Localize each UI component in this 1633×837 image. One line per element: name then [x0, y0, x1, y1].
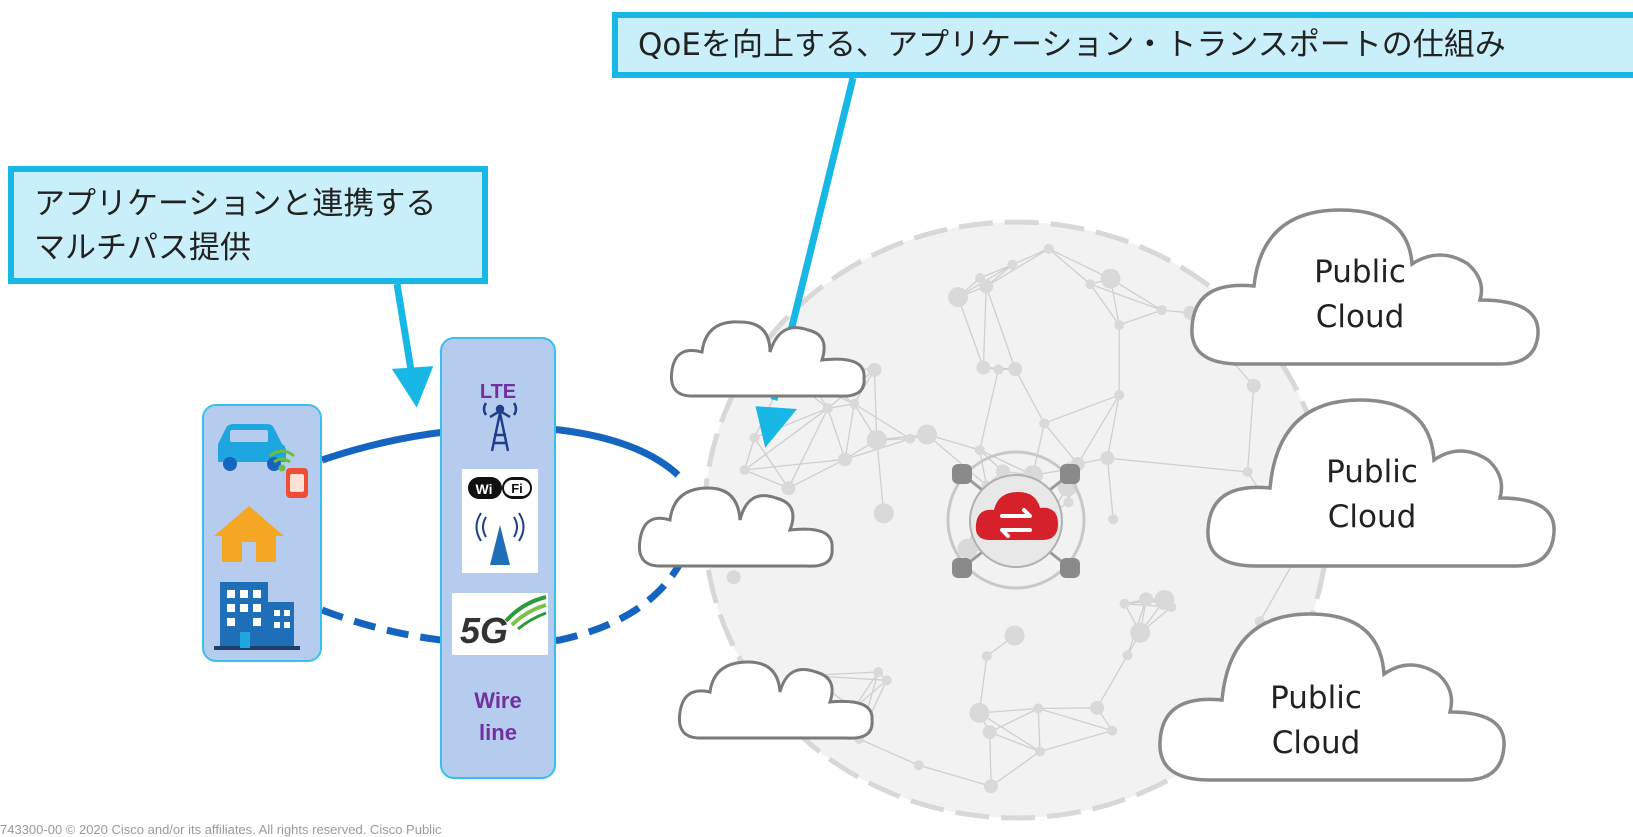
wireline-label-line1: Wire	[442, 685, 554, 717]
mesh-node	[838, 452, 852, 466]
mesh-node	[982, 651, 992, 661]
mesh-node	[969, 703, 989, 723]
mesh-node	[1123, 650, 1133, 660]
office-building-icon	[214, 582, 300, 650]
wireline-label-line2: line	[442, 717, 554, 749]
mesh-node	[914, 760, 924, 770]
cell-tower-icon	[484, 403, 516, 451]
mesh-node	[1243, 467, 1253, 477]
mesh-node	[976, 361, 990, 375]
mesh-link	[1038, 708, 1097, 709]
wireline-label: Wire line	[442, 685, 554, 749]
callout-multipath-line1: アプリケーションと連携する	[34, 182, 482, 226]
mesh-node	[873, 667, 883, 677]
callout-transport: QoEを向上する、アプリケーション・トランスポートの仕組み	[612, 12, 1633, 78]
mesh-node	[1100, 269, 1120, 289]
mesh-node	[1007, 260, 1017, 270]
mesh-node	[975, 273, 985, 283]
mesh-node	[905, 434, 915, 444]
access-panel: LTE Wi Fi 5G	[440, 337, 556, 779]
mesh-node	[1005, 626, 1025, 646]
mesh-node	[749, 433, 759, 443]
mesh-node	[983, 725, 997, 739]
mesh-node	[1120, 599, 1130, 609]
copyright-footer: 743300-00 © 2020 Cisco and/or its affili…	[0, 822, 441, 837]
mesh-node	[867, 363, 881, 377]
mesh-node	[867, 430, 887, 450]
wifi-icon: Wi Fi	[462, 469, 538, 573]
mesh-node	[1130, 623, 1150, 643]
mesh-node	[874, 503, 894, 523]
mesh-node	[1247, 379, 1261, 393]
mesh-node	[1139, 592, 1153, 606]
smartwatch-icon	[286, 468, 308, 498]
callout-multipath: アプリケーションと連携する マルチパス提供	[8, 166, 488, 284]
mesh-node	[1008, 362, 1022, 376]
mesh-node	[1100, 451, 1114, 465]
mesh-node	[948, 287, 968, 307]
mesh-node	[1108, 514, 1118, 524]
house-icon	[214, 506, 284, 562]
svg-text:5G: 5G	[460, 610, 508, 651]
car-icon	[218, 424, 286, 471]
mesh-node	[727, 570, 741, 584]
mesh-node	[823, 403, 833, 413]
mesh-node	[1039, 418, 1049, 428]
mesh-node	[1157, 305, 1167, 315]
mesh-node	[1033, 704, 1043, 714]
mesh-node	[1035, 746, 1045, 756]
mesh-node	[849, 399, 859, 409]
mesh-node	[1063, 497, 1073, 507]
mesh-node	[882, 675, 892, 685]
callout-multipath-line2: マルチパス提供	[34, 226, 482, 270]
mesh-node	[975, 445, 985, 455]
mesh-node	[1114, 390, 1124, 400]
mesh-node	[993, 365, 1003, 375]
5g-icon: 5G	[452, 593, 548, 655]
mesh-node	[1154, 590, 1174, 610]
mesh-node	[740, 465, 750, 475]
mesh-node	[984, 779, 998, 793]
svg-text:Fi: Fi	[511, 481, 523, 496]
mesh-node	[1107, 726, 1117, 736]
mesh-node	[1090, 701, 1104, 715]
mesh-node	[781, 481, 795, 495]
mesh-node	[1044, 244, 1054, 254]
wifi-logo-text: Wi	[476, 481, 493, 497]
mesh-node	[917, 425, 937, 445]
mesh-node	[1114, 320, 1124, 330]
mesh-node	[1085, 279, 1095, 289]
device-panel	[202, 404, 322, 662]
